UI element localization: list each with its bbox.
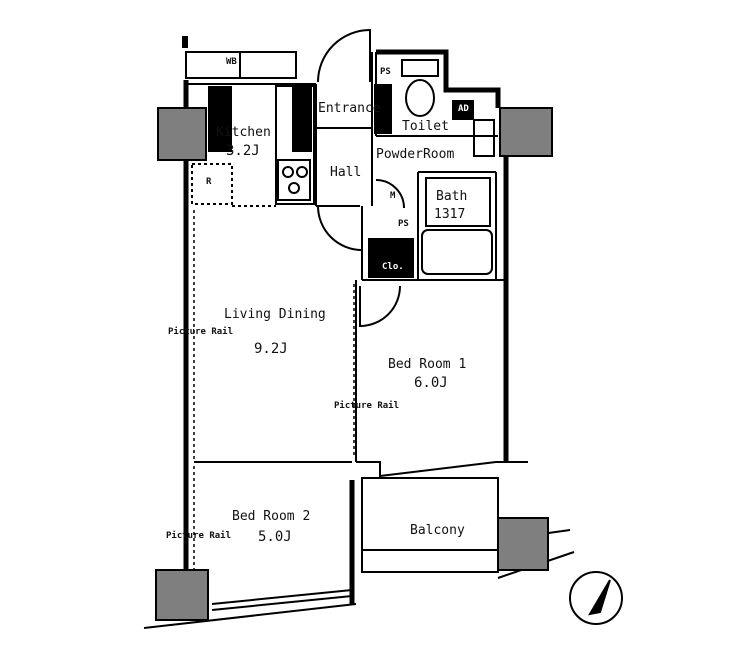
entrance-label: Entrance: [318, 101, 381, 116]
toilet-label: Toilet: [402, 119, 449, 134]
picture-rail-bed2: Picture Rail: [166, 531, 232, 541]
bath-label: Bath: [436, 189, 468, 204]
ps-top-label: PS: [380, 67, 391, 77]
bedroom1-label: Bed Room 1: [388, 357, 467, 372]
wb-label: WB: [226, 57, 237, 67]
columns: [155, 107, 553, 621]
powder-room-label: PowderRoom: [376, 147, 455, 162]
bath-size: 1317: [434, 207, 466, 222]
kitchen-label: Kitchen: [216, 125, 271, 140]
bedroom2-label: Bed Room 2: [232, 509, 311, 524]
outer-walls: [183, 49, 509, 604]
picture-rails: [193, 210, 355, 570]
living-dining-area: 9.2J: [254, 341, 288, 357]
kitchen-area: 3.2J: [226, 143, 260, 159]
fridge-label: R: [206, 177, 212, 187]
hall-label: Hall: [330, 165, 362, 180]
picture-rail-bed1: Picture Rail: [334, 401, 400, 411]
ps-mid-label: PS: [398, 219, 409, 229]
thin-walls: [143, 28, 623, 629]
bedroom1-area: 6.0J: [414, 375, 448, 391]
ad-label: AD: [456, 104, 471, 115]
balcony-label: Balcony: [410, 523, 465, 538]
black-fixtures: [182, 36, 474, 278]
bedroom2-area: 5.0J: [258, 529, 292, 545]
m-label: M: [390, 191, 396, 201]
closet-label: Clo.: [380, 262, 406, 273]
living-dining-label: Living Dining: [224, 307, 326, 322]
picture-rail-living: Picture Rail: [168, 327, 234, 337]
